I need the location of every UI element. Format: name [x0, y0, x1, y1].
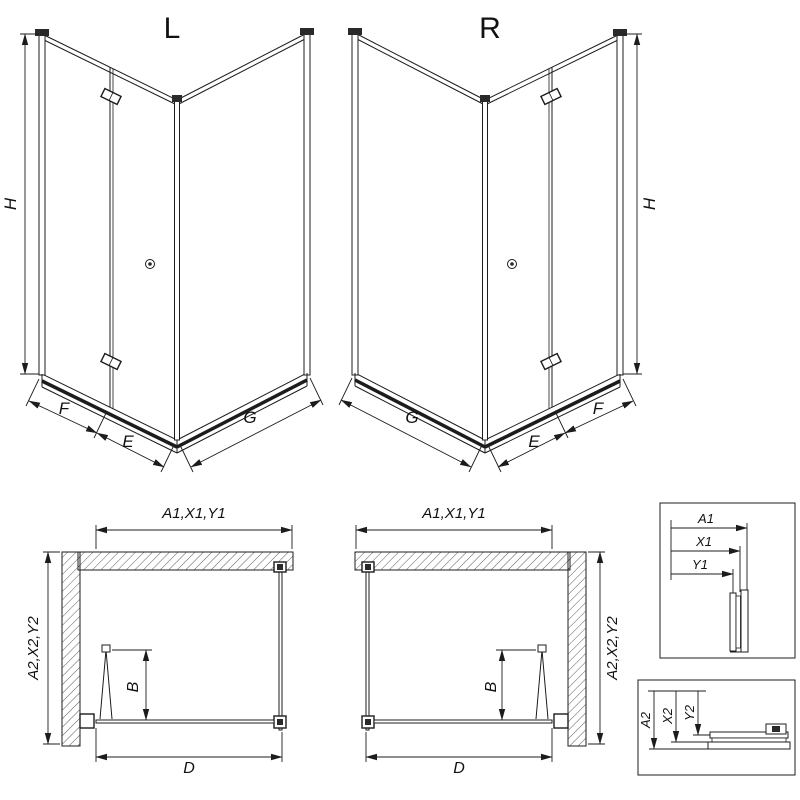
dim-label-x1: X1	[695, 534, 712, 549]
dim-label-b: B	[483, 681, 500, 692]
glass-section	[729, 592, 737, 652]
side-panel-plan	[365, 569, 370, 731]
dimension-f-right: F	[554, 378, 637, 439]
wall-profile-right	[616, 32, 624, 376]
wall-side	[61, 551, 81, 747]
dim-label-a1: A1	[697, 511, 714, 526]
dim-label-f: F	[593, 399, 605, 418]
dimension-height-left: H	[1, 33, 39, 375]
inset-frame	[637, 679, 796, 776]
dim-label-g: G	[405, 408, 418, 427]
folded-door-plan	[99, 649, 113, 720]
wall-bracket-icon	[35, 29, 49, 36]
wall-top	[354, 551, 571, 571]
variant-label-right: R	[479, 12, 501, 45]
dim-label-y2: Y2	[682, 704, 697, 721]
door-panel-plan	[373, 719, 553, 724]
hinge-icon	[540, 87, 562, 106]
folded-door-plan	[535, 649, 549, 720]
wall-side	[567, 551, 587, 747]
side-glass-panel	[354, 32, 486, 441]
dimension-b-left: B	[112, 649, 152, 721]
hinge-icon	[100, 87, 122, 106]
perspective-view-right: R H	[338, 12, 659, 473]
corner-cap-icon	[480, 95, 490, 102]
perspective-view-left: L	[1, 12, 324, 473]
dimension-a1-right: A1,X1,Y1	[355, 505, 553, 549]
wall-bracket-icon	[300, 28, 314, 35]
dimension-g-right: G	[338, 377, 483, 473]
wall-top	[77, 551, 294, 571]
dimension-d-left: D	[95, 728, 283, 777]
dimension-height-right: H	[623, 33, 659, 375]
corner-cap-icon	[172, 95, 182, 102]
dim-label-f: F	[59, 399, 71, 418]
dimension-g-left: G	[179, 377, 324, 473]
variant-label-left: L	[164, 12, 181, 45]
dim-label-h: H	[640, 197, 659, 210]
detail-inset-horizontal: A1 X1 Y1	[659, 502, 796, 659]
hinge-icon	[100, 352, 122, 371]
outer-profile-section	[740, 589, 749, 653]
dim-label-y1: Y1	[692, 557, 708, 572]
dim-label-a2x2y2: A2,X2,Y2	[604, 616, 621, 681]
dimension-a1-left: A1,X1,Y1	[95, 505, 293, 549]
dim-label-h: H	[1, 197, 20, 210]
inner-profile-section	[735, 595, 741, 649]
fold-pivot-icon	[537, 644, 547, 653]
dim-label-a1x1y1: A1,X1,Y1	[161, 505, 225, 522]
inset-frame	[659, 502, 796, 659]
door-panel-plan	[95, 719, 275, 724]
dim-label-g: G	[243, 408, 256, 427]
dim-label-d: D	[183, 760, 195, 777]
dim-label-x2: X2	[660, 707, 675, 725]
corner-post	[482, 99, 488, 441]
dim-label-a2x2y2: A2,X2,Y2	[25, 616, 42, 681]
plan-view-left: A1,X1,Y1 A2,X2,Y2 B D	[25, 505, 294, 777]
hinge-wall-profile	[553, 713, 569, 729]
dim-label-b: B	[125, 681, 142, 692]
hinge-wall-profile	[79, 713, 95, 729]
dimension-a2-right: A2,X2,Y2	[588, 551, 621, 745]
wall-bracket-icon	[613, 29, 627, 36]
detail-inset-vertical: A2 X2 Y2	[637, 679, 796, 776]
fold-pivot-icon	[101, 644, 111, 653]
corner-post	[174, 99, 180, 441]
inner-profile-section	[711, 737, 787, 743]
dim-label-d: D	[453, 760, 465, 777]
dimension-a2-left: A2,X2,Y2	[25, 551, 60, 745]
dim-label-e: E	[528, 432, 540, 451]
side-panel-plan	[278, 569, 283, 731]
dimension-d-right: D	[365, 728, 553, 777]
wall-profile-right	[303, 31, 311, 376]
dimension-e-left: E	[96, 432, 175, 473]
dimension-f-left: F	[25, 378, 108, 439]
wall-profile-left	[351, 31, 359, 376]
wall-bracket-icon	[348, 28, 362, 35]
side-glass-panel	[176, 32, 308, 441]
plan-view-right: A1,X1,Y1 A2,X2,Y2 B D	[354, 505, 621, 777]
hinge-icon	[540, 352, 562, 371]
dimension-e-right: E	[487, 432, 566, 473]
wall-profile-left	[38, 32, 46, 376]
outer-profile-section	[707, 741, 791, 750]
dimension-b-right: B	[483, 649, 536, 721]
dim-label-a1x1y1: A1,X1,Y1	[421, 505, 485, 522]
dim-label-e: E	[122, 432, 134, 451]
dim-label-a2: A2	[638, 711, 653, 729]
